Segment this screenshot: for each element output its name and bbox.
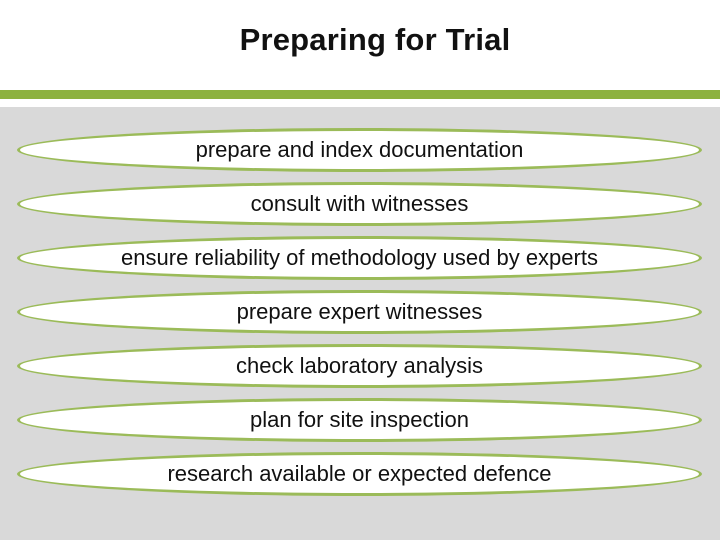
slide-title: Preparing for Trial — [239, 22, 511, 57]
list-item-label: plan for site inspection — [250, 407, 469, 432]
list-item-consult-witnesses: consult with witnesses — [17, 182, 702, 226]
list-item-prepare-expert-witnesses: prepare expert witnesses — [17, 290, 702, 334]
list-item-plan-site-inspection: plan for site inspection — [17, 398, 702, 442]
list-item-label: check laboratory analysis — [235, 353, 483, 378]
title-accent-bar — [0, 90, 720, 99]
list-item-prepare-documentation: prepare and index documentation — [17, 128, 702, 172]
list-item-label: consult with witnesses — [250, 191, 469, 216]
list-item-research-defence: research available or expected defence — [17, 452, 702, 496]
list-item-label: research available or expected defence — [167, 461, 552, 486]
list-item-label: prepare and index documentation — [195, 137, 524, 162]
list-item-ensure-reliability: ensure reliability of methodology used b… — [17, 236, 702, 280]
list-item-label: prepare expert witnesses — [236, 299, 483, 324]
list-item-check-lab-analysis: check laboratory analysis — [17, 344, 702, 388]
list-item-label: ensure reliability of methodology used b… — [121, 245, 598, 270]
